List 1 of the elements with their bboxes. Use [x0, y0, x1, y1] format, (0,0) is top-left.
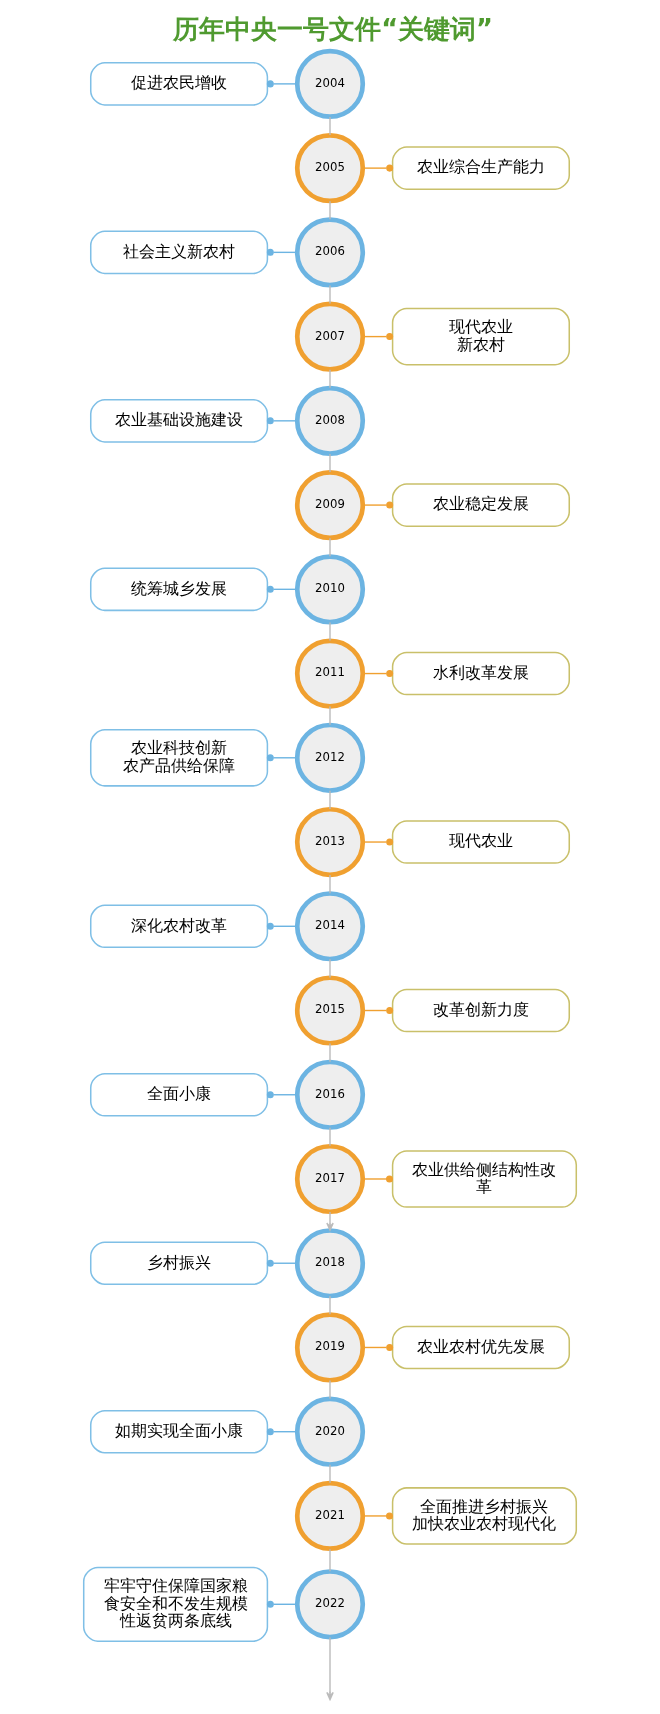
diagram-title: 历年中央一号文件“关键词” — [173, 13, 494, 44]
